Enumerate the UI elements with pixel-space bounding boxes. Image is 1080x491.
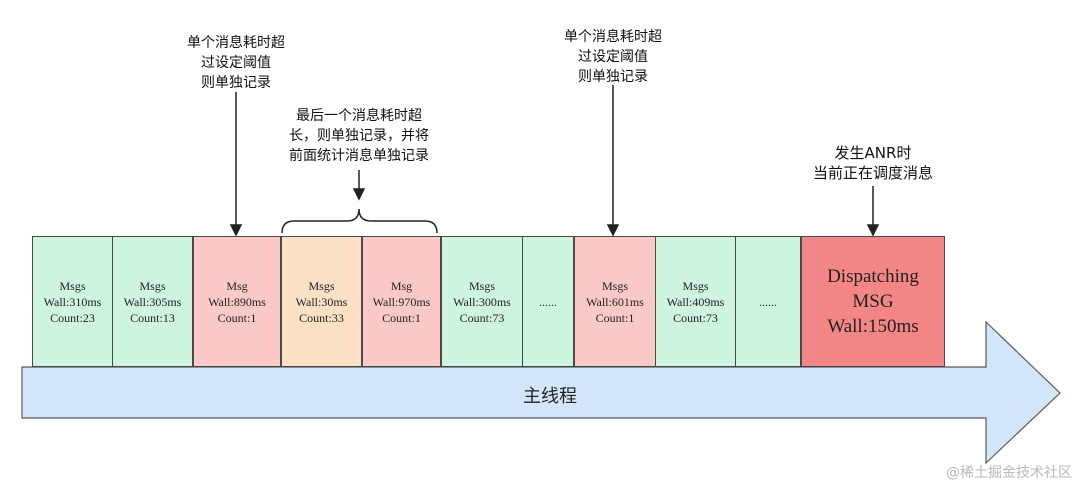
pointer-arrowhead-anr — [866, 224, 880, 237]
main-thread-label: 主线程 — [523, 386, 577, 407]
message-box-line: Count:13 — [130, 310, 175, 325]
annotation-line: 则单独记录 — [201, 75, 271, 91]
message-box-line: Wall:409ms — [666, 294, 725, 309]
message-box-line: Wall:310ms — [43, 294, 102, 309]
annotation-single-right: 单个消息耗时超 过设定阈值 则单独记录 — [543, 27, 683, 87]
message-box-line: Count:1 — [382, 310, 421, 325]
annotation-line: 单个消息耗时超 — [187, 35, 285, 51]
message-box-line: MSG — [852, 291, 894, 312]
message-box-line: Dispatching — [827, 266, 919, 287]
message-box-line: Msgs — [139, 278, 166, 293]
curly-brace — [281, 208, 438, 234]
message-box-line: Wall:300ms — [453, 294, 511, 309]
message-box-line: Count:1 — [595, 310, 635, 325]
message-box-line: Wall:30ms — [295, 294, 348, 309]
message-box-line: Count:73 — [673, 310, 718, 325]
main-thread-arrow — [21, 320, 1061, 465]
message-box-line: Msgs — [601, 278, 628, 293]
message-box-line: Wall:150ms — [827, 316, 919, 337]
annotation-line: 最后一个消息耗时超 — [296, 108, 422, 124]
message-box-line: ...... — [759, 294, 777, 309]
pointer-arrowhead-single-left — [229, 224, 243, 237]
message-box-line: Wall:305ms — [123, 294, 182, 309]
annotation-anr: 发生ANR时 当前正在调度消息 — [798, 143, 948, 183]
annotation-line: 长，则单独记录，并将 — [289, 128, 429, 144]
message-box-line: Msg — [226, 278, 248, 293]
annotation-line: 过设定阈值 — [201, 55, 271, 71]
message-box: ...... — [522, 236, 574, 367]
annotation-last-msg: 最后一个消息耗时超 长，则单独记录，并将 前面统计消息单独记录 — [269, 106, 449, 166]
annotation-single-left: 单个消息耗时超 过设定阈值 则单独记录 — [166, 33, 306, 93]
message-box-line: Msgs — [59, 278, 86, 293]
message-box-line: Count:73 — [459, 310, 505, 325]
pointer-arrowhead-single-right — [606, 224, 620, 237]
message-box-line: Count:23 — [50, 310, 95, 325]
message-box-line: Msgs — [682, 278, 709, 293]
annotation-line: 当前正在调度消息 — [812, 164, 933, 182]
message-box-line: Msgs — [308, 278, 335, 293]
message-box-line: Wall:890ms — [208, 294, 266, 309]
annotation-line: 过设定阈值 — [578, 49, 648, 65]
message-box-line: Count:1 — [217, 310, 257, 325]
watermark: @稀土掘金技术社区 — [946, 465, 1072, 481]
message-box: ...... — [735, 236, 801, 367]
pointer-arrowhead-last-msg — [352, 188, 366, 201]
annotation-line: 发生ANR时 — [834, 144, 912, 162]
message-box-line: Wall:970ms — [372, 294, 431, 309]
message-box-line: Count:33 — [299, 310, 344, 325]
annotation-line: 前面统计消息单独记录 — [289, 148, 429, 164]
message-box-line: Msgs — [468, 278, 495, 293]
message-box-line: Wall:601ms — [586, 294, 644, 309]
annotation-line: 则单独记录 — [578, 69, 648, 85]
annotation-line: 单个消息耗时超 — [564, 29, 662, 45]
message-box-line: ...... — [539, 294, 557, 309]
message-box-line: Msg — [390, 278, 413, 293]
